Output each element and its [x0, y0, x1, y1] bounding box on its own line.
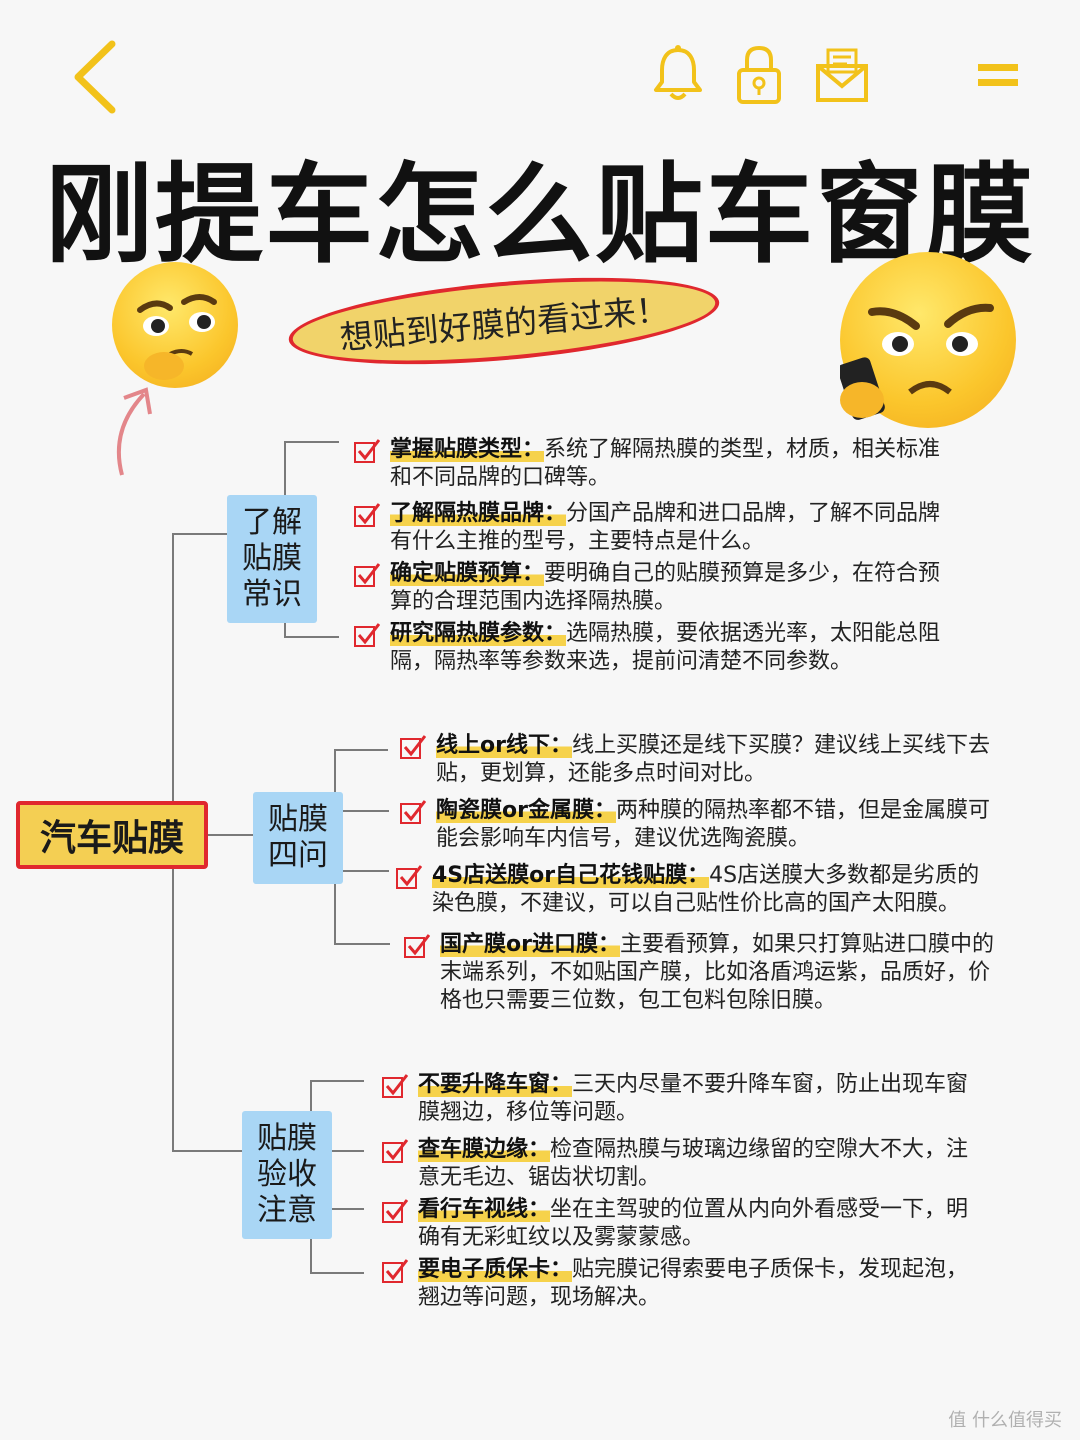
item-text: 膜翘边，移位等问题。: [418, 1100, 639, 1125]
item-text: 要明确自己的贴膜预算是多少，在符合预: [544, 561, 941, 586]
bell-icon[interactable]: [652, 44, 704, 104]
checkbox-checked-icon: [382, 1139, 408, 1163]
list-item: 国产膜or进口膜：主要看预算，如果只打算贴进口膜中的 末端系列，不如贴国产膜，比…: [404, 931, 1044, 1015]
category-label-line: 贴膜: [242, 541, 302, 576]
checkbox-checked-icon: [382, 1259, 408, 1283]
checkbox-checked-icon: [396, 865, 422, 889]
item-text: 三天内尽量不要升降车窗，防止出现车窗: [572, 1072, 969, 1097]
item-heading: 了解隔热膜品牌：: [390, 501, 567, 526]
item-heading: 不要升降车窗：: [418, 1072, 573, 1097]
back-chevron-icon[interactable]: [70, 40, 120, 114]
list-item: 陶瓷膜or金属膜：两种膜的隔热率都不错，但是金属膜可 能会影响车内信号，建议优选…: [400, 797, 1040, 853]
item-heading: 研究隔热膜参数：: [390, 621, 567, 646]
item-heading: 国产膜or进口膜：: [440, 932, 620, 957]
item-text: 格也只需要三位数，包工包料包除旧膜。: [440, 988, 837, 1013]
item-text: 选隔热膜，要依据透光率，太阳能总阻: [566, 621, 941, 646]
list-item: 4S店送膜or自己花钱贴膜：4S店送膜大多数都是劣质的 染色膜，不建议，可以自己…: [396, 862, 1046, 918]
item-heading: 掌握贴膜类型：: [390, 437, 545, 462]
item-heading: 看行车视线：: [418, 1197, 551, 1222]
category-node-2: 贴膜 四问: [253, 792, 343, 884]
item-text: 末端系列，不如贴国产膜，比如洛盾鸿运紫，品质好，价: [440, 960, 991, 985]
item-text: 贴完膜记得索要电子质保卡，发现起泡，: [572, 1257, 969, 1282]
checkbox-checked-icon: [354, 439, 380, 463]
list-item: 要电子质保卡：贴完膜记得索要电子质保卡，发现起泡， 翘边等问题，现场解决。: [382, 1256, 1022, 1312]
thinking-face-emoji: [112, 262, 238, 388]
category-label-line: 了解: [242, 505, 302, 540]
checkbox-checked-icon: [354, 503, 380, 527]
category-label-line: 验收: [257, 1157, 317, 1192]
item-heading: 确定贴膜预算：: [390, 561, 545, 586]
checkbox-checked-icon: [354, 623, 380, 647]
category-label-line: 四问: [268, 838, 328, 873]
item-text: 主要看预算，如果只打算贴进口膜中的: [619, 932, 994, 957]
list-item: 掌握贴膜类型：系统了解隔热膜的类型，材质，相关标准 和不同品牌的口碑等。: [354, 436, 994, 492]
checkbox-checked-icon: [354, 563, 380, 587]
item-text: 检查隔热膜与玻璃边缘留的空隙大不大，注: [550, 1137, 969, 1162]
checkbox-checked-icon: [382, 1074, 408, 1098]
list-item: 看行车视线：坐在主驾驶的位置从内向外看感受一下，明 确有无彩虹纹以及雾蒙蒙感。: [382, 1196, 1022, 1252]
category-node-3: 贴膜 验收 注意: [242, 1111, 332, 1239]
list-item: 确定贴膜预算：要明确自己的贴膜预算是多少，在符合预 算的合理范围内选择隔热膜。: [354, 560, 994, 616]
watermark: 值 什么值得买: [948, 1410, 1062, 1431]
list-item: 查车膜边缘：检查隔热膜与玻璃边缘留的空隙大不大，注 意无毛边、锯齿状切割。: [382, 1136, 1022, 1192]
item-text: 意无毛边、锯齿状切割。: [418, 1165, 661, 1190]
checkbox-checked-icon: [404, 934, 430, 958]
item-text: 染色膜，不建议，可以自己贴性价比高的国产太阳膜。: [432, 891, 961, 916]
category-label-line: 贴膜: [268, 802, 328, 837]
item-text: 坐在主驾驶的位置从内向外看感受一下，明: [550, 1197, 969, 1222]
angry-face-emoji: [840, 252, 1016, 428]
item-text: 能会影响车内信号，建议优选陶瓷膜。: [436, 826, 811, 851]
lock-icon[interactable]: [735, 44, 783, 106]
item-text: 隔，隔热率等参数来选，提前问清楚不同参数。: [390, 649, 853, 674]
list-item: 线上or线下：线上买膜还是线下买膜？建议线上买线下去 贴，更划算，还能多点时间对…: [400, 732, 1040, 788]
list-item: 研究隔热膜参数：选隔热膜，要依据透光率，太阳能总阻 隔，隔热率等参数来选，提前问…: [354, 620, 994, 676]
item-text: 算的合理范围内选择隔热膜。: [390, 589, 677, 614]
item-text: 和不同品牌的口碑等。: [390, 465, 611, 490]
item-text: 分国产品牌和进口品牌，了解不同品牌: [566, 501, 941, 526]
category-label-line: 注意: [257, 1193, 317, 1228]
mail-icon[interactable]: [814, 46, 870, 104]
item-text: 线上买膜还是线下买膜？建议线上买线下去: [571, 733, 990, 758]
list-item: 了解隔热膜品牌：分国产品牌和进口品牌，了解不同品牌 有什么主推的型号，主要特点是…: [354, 500, 994, 556]
category-label-line: 贴膜: [257, 1121, 317, 1156]
item-heading: 查车膜边缘：: [418, 1137, 551, 1162]
menu-icon[interactable]: [978, 62, 1018, 90]
list-item: 不要升降车窗：三天内尽量不要升降车窗，防止出现车窗 膜翘边，移位等问题。: [382, 1071, 1022, 1127]
item-text: 系统了解隔热膜的类型，材质，相关标准: [544, 437, 941, 462]
checkbox-checked-icon: [400, 735, 426, 759]
category-label-line: 常识: [242, 577, 302, 612]
item-text: 有什么主推的型号，主要特点是什么。: [390, 529, 765, 554]
item-text: 翘边等问题，现场解决。: [418, 1285, 661, 1310]
item-text: 两种膜的隔热率都不错，但是金属膜可: [615, 798, 990, 823]
item-heading: 4S店送膜or自己花钱贴膜：: [432, 863, 710, 888]
item-heading: 要电子质保卡：: [418, 1257, 573, 1282]
item-heading: 线上or线下：: [436, 733, 572, 758]
root-node: 汽车贴膜: [16, 801, 208, 869]
category-node-1: 了解 贴膜 常识: [227, 495, 317, 623]
item-text: 贴，更划算，还能多点时间对比。: [436, 761, 767, 786]
item-text: 4S店送膜大多数都是劣质的: [709, 863, 980, 888]
page-title: 刚提车怎么贴车窗膜: [44, 153, 1035, 278]
checkbox-checked-icon: [400, 800, 426, 824]
checkbox-checked-icon: [382, 1199, 408, 1223]
item-text: 确有无彩虹纹以及雾蒙蒙感。: [418, 1225, 705, 1250]
item-heading: 陶瓷膜or金属膜：: [436, 798, 616, 823]
curved-arrow-icon: [116, 387, 152, 476]
